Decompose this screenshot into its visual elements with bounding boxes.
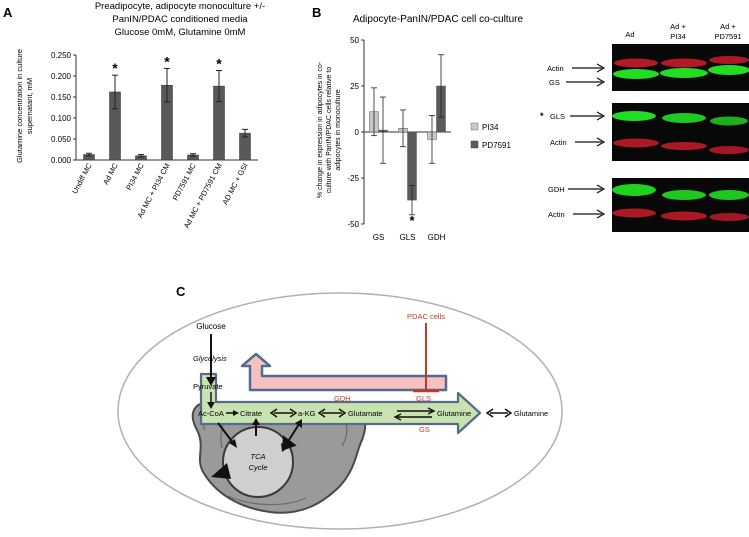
legend-swatch-pi34 xyxy=(470,122,479,131)
tca-cycle-circle xyxy=(222,426,294,498)
chart-a-title-line-3: Glucose 0mM, Glutamine 0mM xyxy=(115,27,246,38)
chart-b-ytick-label: 25 xyxy=(350,82,359,91)
chart-a-ytick-label: 0.150 xyxy=(51,93,72,102)
cell-outline xyxy=(117,292,563,530)
chart-b-x-label: GLS xyxy=(399,233,415,242)
blot-panel-2-bands xyxy=(612,111,749,154)
chart-a-title-line-1: Preadipocyte, adipocyte monoculture +/- xyxy=(95,1,265,12)
chart-a-ytick-label: 0.000 xyxy=(51,156,72,165)
chart-b-ytick-label: -25 xyxy=(347,174,359,183)
panel-b: B Adipocyte-PanIN/PDAC cell co-culture %… xyxy=(312,5,523,242)
chart-a-x-label: PI34 MC xyxy=(124,161,146,192)
tca-arrowhead-left xyxy=(211,463,231,479)
chart-b-ylabel-line-1: % change in expression in adipocytes in … xyxy=(317,61,324,198)
blot-label-actin-2: Actin xyxy=(550,138,567,147)
blot-label-gls: GLS xyxy=(550,112,565,121)
blot-gls-star: * xyxy=(540,111,544,121)
chart-a-ytick-label: 0.200 xyxy=(51,72,72,81)
chart-b-ytick-label: -50 xyxy=(347,220,359,229)
tca-label-line-1: TCA xyxy=(251,452,266,461)
green-flux-arrow xyxy=(199,372,482,435)
chart-a-ylabel-line-2: supernatant, mM xyxy=(25,78,34,134)
panel-a: A Preadipocyte, adipocyte monoculture +/… xyxy=(3,1,265,230)
chart-a-bars: * * * xyxy=(83,53,251,161)
chart-a-ytick-label: 0.050 xyxy=(51,135,72,144)
chart-b-x-label: GDH xyxy=(428,233,446,242)
blot-col-label-pi34-line-2: PI34 xyxy=(670,32,685,41)
blot-label-gs: GS xyxy=(549,78,560,87)
legend-label-pd7591: PD7591 xyxy=(482,141,511,150)
chart-b-ytick-label: 0 xyxy=(355,128,360,137)
chart-a-ylabel-line-1: Glutamine concentration in culture xyxy=(15,49,24,163)
blot-col-label-ad: Ad xyxy=(625,30,634,39)
chart-a-x-label: Undiff MC xyxy=(70,161,94,195)
chart-b-title: Adipocyte-PanIN/PDAC cell co-culture xyxy=(353,14,524,25)
label-glutamate: Glutamate xyxy=(348,409,383,418)
blot-label-actin-3: Actin xyxy=(548,210,565,219)
blot-col-label-pi34-line-1: Ad + xyxy=(670,22,686,31)
panel-label-a: A xyxy=(3,5,13,20)
mitochondrion: TCA Cycle xyxy=(191,400,366,514)
chart-a-title-line-2: PanIN/PDAC conditioned media xyxy=(112,14,248,25)
chart-b-x-label: GS xyxy=(373,233,385,242)
chart-b-ylabel-line-2: culture with PanIN/PDAC cells relative t… xyxy=(326,67,333,194)
label-glycolysis: Glycolysis xyxy=(193,354,227,363)
label-glutamine-outside: Glutamine xyxy=(514,409,548,418)
label-a-kg: a-KG xyxy=(298,409,316,418)
chart-b-legend: PI34 PD7591 xyxy=(470,122,511,150)
chart-a-ytick-label: 0.250 xyxy=(51,51,72,60)
chart-a-x-label: AD MC + GSI xyxy=(220,162,249,207)
legend-label-pi34: PI34 xyxy=(482,123,499,132)
enzyme-gs: GS xyxy=(419,425,430,434)
chart-a-x-label: Ad MC xyxy=(101,161,120,186)
label-citrate: Citrate xyxy=(240,409,262,418)
chart-a-x-label: PD7591 MC xyxy=(171,161,198,202)
chart-a-ytick-label: 0.100 xyxy=(51,114,72,123)
blot-label-actin-1: Actin xyxy=(547,64,564,73)
blot-col-label-pd7591-line-1: Ad + xyxy=(720,22,736,31)
label-glutamine-inside: Glutamine xyxy=(437,409,471,418)
chart-b-ytick-label: 50 xyxy=(350,36,359,45)
blot-panel-3-bands xyxy=(612,184,749,221)
chart-a-significance-star: * xyxy=(164,53,170,69)
western-blot: Ad Ad + PI34 Ad + PD7591 Actin GS xyxy=(540,22,749,232)
chart-a-y-axis: 0.000 0.050 0.100 0.150 0.200 0.250 xyxy=(51,51,258,165)
label-pyruvate: Pyruvate xyxy=(193,382,223,391)
pink-flux-arrow xyxy=(240,352,448,392)
panel-label-b: B xyxy=(312,5,321,20)
legend-swatch-pd7591 xyxy=(470,140,479,149)
label-ac-coa: Ac-CoA xyxy=(198,409,224,418)
chart-b-significance-star: * xyxy=(409,213,415,228)
panel-c-diagram: C TCA Cycle Glucose Glycolysis Pyruvate … xyxy=(117,284,563,530)
chart-b-ylabel-line-3: adipocytes in monoculture xyxy=(335,89,342,170)
label-pdac-cells: PDAC cells xyxy=(407,312,445,321)
blot-label-gdh: GDH xyxy=(548,185,565,194)
blot-col-label-pd7591-line-2: PD7591 xyxy=(714,32,741,41)
panel-label-c: C xyxy=(176,284,186,299)
chart-a-significance-star: * xyxy=(112,60,118,76)
tca-label-line-2: Cycle xyxy=(249,463,268,472)
enzyme-gls: GLS xyxy=(416,394,431,403)
enzyme-gdh: GDH xyxy=(334,394,351,403)
chart-a-significance-star: * xyxy=(216,56,222,72)
label-glucose: Glucose xyxy=(196,322,226,331)
blot-panel-1-bands xyxy=(613,56,749,79)
